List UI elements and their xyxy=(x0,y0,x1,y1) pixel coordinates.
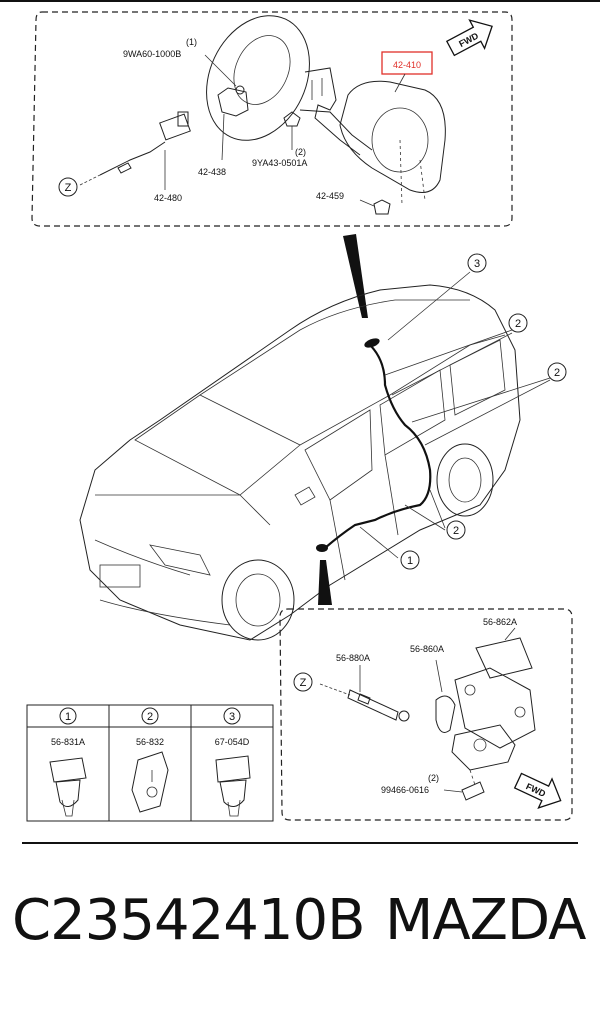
label-42459: 42-459 xyxy=(316,191,344,201)
clip-9ya43 xyxy=(283,111,301,127)
clip-56832 xyxy=(131,751,169,813)
label-56880a: 56-880A xyxy=(336,653,370,663)
latch-cover xyxy=(475,637,533,679)
label-42438: 42-438 xyxy=(198,167,226,177)
clip-56831a xyxy=(49,757,87,817)
pointer-bottom xyxy=(318,560,332,605)
legend-part-2: 56-832 xyxy=(136,737,164,747)
brand-name: MAZDA xyxy=(385,888,586,953)
hinge-bracket xyxy=(217,87,249,117)
z-marker-bottom-label: Z xyxy=(300,677,307,689)
fwd-arrow-top: FWD xyxy=(445,19,493,57)
filler-pocket xyxy=(299,67,446,193)
clip-67054d xyxy=(215,755,251,817)
vehicle-illustration: 3 2 2 2 1 xyxy=(79,253,567,641)
label-56860a: 56-860A xyxy=(410,644,444,654)
legend-num-1: 1 xyxy=(65,711,71,723)
legend-num-2: 2 xyxy=(147,711,153,723)
callout-1: 1 xyxy=(407,555,413,567)
cable-end xyxy=(319,665,410,722)
footer-title: C23542410B MAZDA xyxy=(0,888,600,978)
fuel-door-panel xyxy=(206,15,310,141)
label-9wa60: 9WA60-1000B xyxy=(123,49,181,59)
screw-9wa60 xyxy=(235,85,245,95)
label-9wa60-qty: (1) xyxy=(186,37,197,47)
clip-legend-table: 1 2 3 56-831A 56-832 67-054D xyxy=(26,704,274,822)
legend-part-3: 67-054D xyxy=(215,737,250,747)
legend-num-3: 3 xyxy=(229,711,235,723)
z-marker-bottom xyxy=(293,672,313,692)
latch-assembly xyxy=(435,659,536,771)
label-9ya43: 9YA43-0501A xyxy=(252,158,307,168)
z-marker-top xyxy=(58,177,78,197)
fwd-arrow-bottom: FWD xyxy=(513,772,562,809)
legend-part-1: 56-831A xyxy=(51,737,85,747)
callout-2a: 2 xyxy=(515,318,521,330)
bottom-detail-panel: Z FWD 56 xyxy=(279,608,573,821)
bolt-99466 xyxy=(461,781,485,801)
callout-2b: 2 xyxy=(554,367,560,379)
label-56862a: 56-862A xyxy=(483,617,517,627)
callout-3: 3 xyxy=(474,258,480,270)
opener-actuator xyxy=(79,111,191,190)
label-42410: 42-410 xyxy=(393,60,421,70)
z-marker-top-label: Z xyxy=(65,182,72,194)
pointer-top xyxy=(343,234,368,318)
callout-2c: 2 xyxy=(453,525,459,537)
label-99466-qty: (2) xyxy=(428,773,439,783)
highlight-box xyxy=(381,51,433,75)
label-99466: 99466-0616 xyxy=(381,785,429,795)
grommet-42459 xyxy=(373,199,391,215)
top-detail-panel: Z FWD (1) 9WA60-1000B 42-410 (2) xyxy=(31,11,513,227)
opener-cable xyxy=(324,344,432,549)
label-9ya43-qty: (2) xyxy=(295,147,306,157)
label-42480: 42-480 xyxy=(154,193,182,203)
part-number: C23542410B xyxy=(12,888,366,953)
